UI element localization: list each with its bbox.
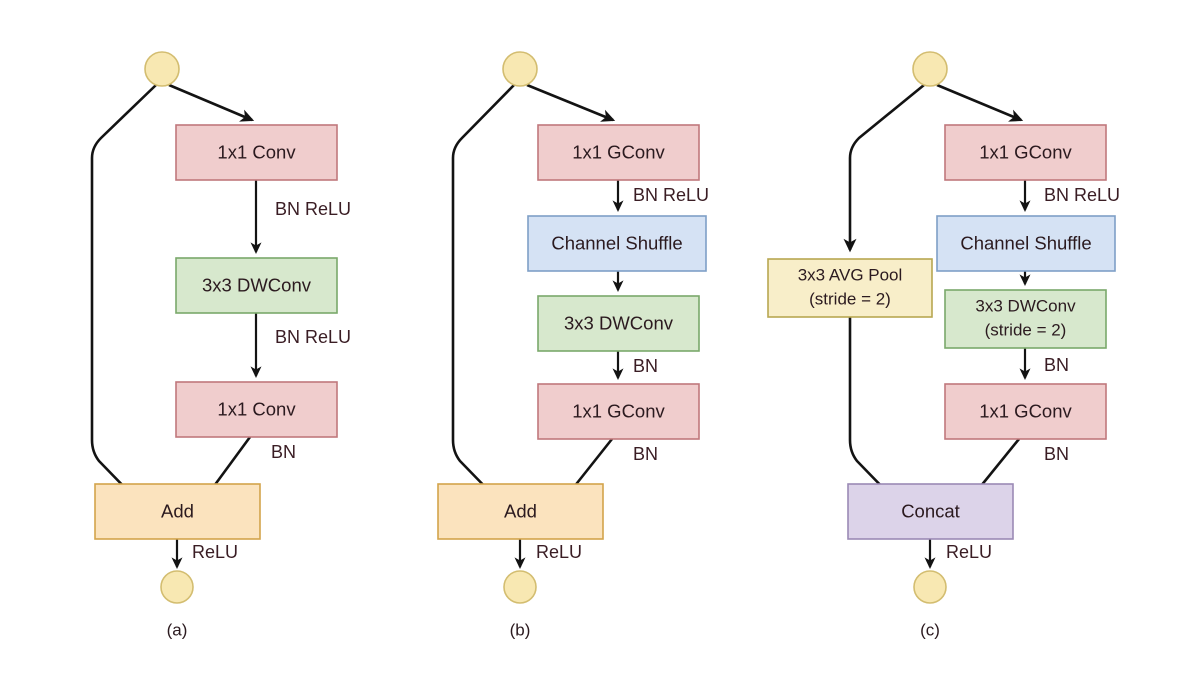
edge-label-bn-relu: BN ReLU [275, 327, 351, 347]
edge-label-bn: BN [1044, 355, 1069, 375]
panel-b: 1x1 GConv Channel Shuffle 3x3 DWConv 1x1… [437, 51, 709, 639]
skip-connection-path-b [451, 84, 515, 498]
edge-start-to-avgpool-c [843, 83, 925, 253]
panel-c: 1x1 GConv Channel Shuffle 3x3 AVG Pool (… [767, 51, 1120, 639]
end-node-a [160, 570, 194, 604]
edge-label-bn: BN [271, 442, 296, 462]
end-node-b [503, 570, 537, 604]
edge-start-to-gconv-b [526, 83, 616, 122]
box-label: 3x3 DWConv [975, 296, 1076, 315]
panel-caption: (c) [920, 620, 940, 639]
edge-label-bn: BN [633, 444, 658, 464]
box-label: 3x3 DWConv [564, 312, 674, 333]
edge-label-bn: BN [1044, 444, 1069, 464]
box-sublabel: (stride = 2) [809, 289, 891, 308]
box-concat-c: Concat [847, 483, 1014, 540]
edge-label-bn: BN [633, 356, 658, 376]
edge-avgpool-to-concat-c [848, 317, 893, 498]
box-label: 1x1 GConv [979, 141, 1072, 162]
edge-label-bn-relu: BN ReLU [633, 185, 709, 205]
edge-label-relu: ReLU [946, 542, 992, 562]
edge-label-relu: ReLU [536, 542, 582, 562]
box-gconv-1x1-bottom-c: 1x1 GConv [944, 383, 1107, 440]
box-avg-pool-3x3-c: 3x3 AVG Pool (stride = 2) [767, 258, 933, 318]
box-label: Channel Shuffle [960, 232, 1091, 253]
box-label: Add [504, 500, 537, 521]
box-gconv-1x1-bottom-b: 1x1 GConv [537, 383, 700, 440]
box-label: Concat [901, 500, 960, 521]
box-label: 1x1 GConv [572, 400, 665, 421]
box-label: 3x3 AVG Pool [798, 265, 903, 284]
box-gconv-1x1-top-b: 1x1 GConv [537, 124, 700, 181]
end-node-c [913, 570, 947, 604]
box-conv-1x1-top-a: 1x1 Conv [175, 124, 338, 181]
box-dwconv-3x3-b: 3x3 DWConv [537, 295, 700, 352]
box-label: 1x1 GConv [572, 141, 665, 162]
box-label: 1x1 Conv [217, 398, 296, 419]
box-label: 3x3 DWConv [202, 274, 312, 295]
edge-label-relu: ReLU [192, 542, 238, 562]
start-node-c [912, 51, 948, 87]
box-dwconv-3x3-c: 3x3 DWConv (stride = 2) [944, 289, 1107, 349]
box-label: 1x1 GConv [979, 400, 1072, 421]
box-label: 1x1 Conv [217, 141, 296, 162]
box-label: Add [161, 500, 194, 521]
box-conv-1x1-bottom-a: 1x1 Conv [175, 381, 338, 438]
box-channel-shuffle-c: Channel Shuffle [936, 215, 1116, 272]
start-node-b [502, 51, 538, 87]
box-label: Channel Shuffle [551, 232, 682, 253]
start-node-a [144, 51, 180, 87]
box-channel-shuffle-b: Channel Shuffle [527, 215, 707, 272]
edge-start-to-gconv-c [936, 83, 1024, 122]
panel-a: 1x1 Conv 3x3 DWConv 1x1 Conv Add BN ReLU… [90, 51, 351, 639]
edge-label-bn-relu: BN ReLU [1044, 185, 1120, 205]
edge-label-bn-relu: BN ReLU [275, 199, 351, 219]
skip-connection-path-a [90, 84, 157, 498]
box-gconv-1x1-top-c: 1x1 GConv [944, 124, 1107, 181]
box-add-b: Add [437, 483, 604, 540]
panel-caption: (a) [167, 620, 188, 639]
box-dwconv-3x3-a: 3x3 DWConv [175, 257, 338, 314]
edge-start-to-conv-a [168, 83, 255, 122]
box-sublabel: (stride = 2) [985, 320, 1067, 339]
panel-caption: (b) [510, 620, 531, 639]
box-add-a: Add [94, 483, 261, 540]
